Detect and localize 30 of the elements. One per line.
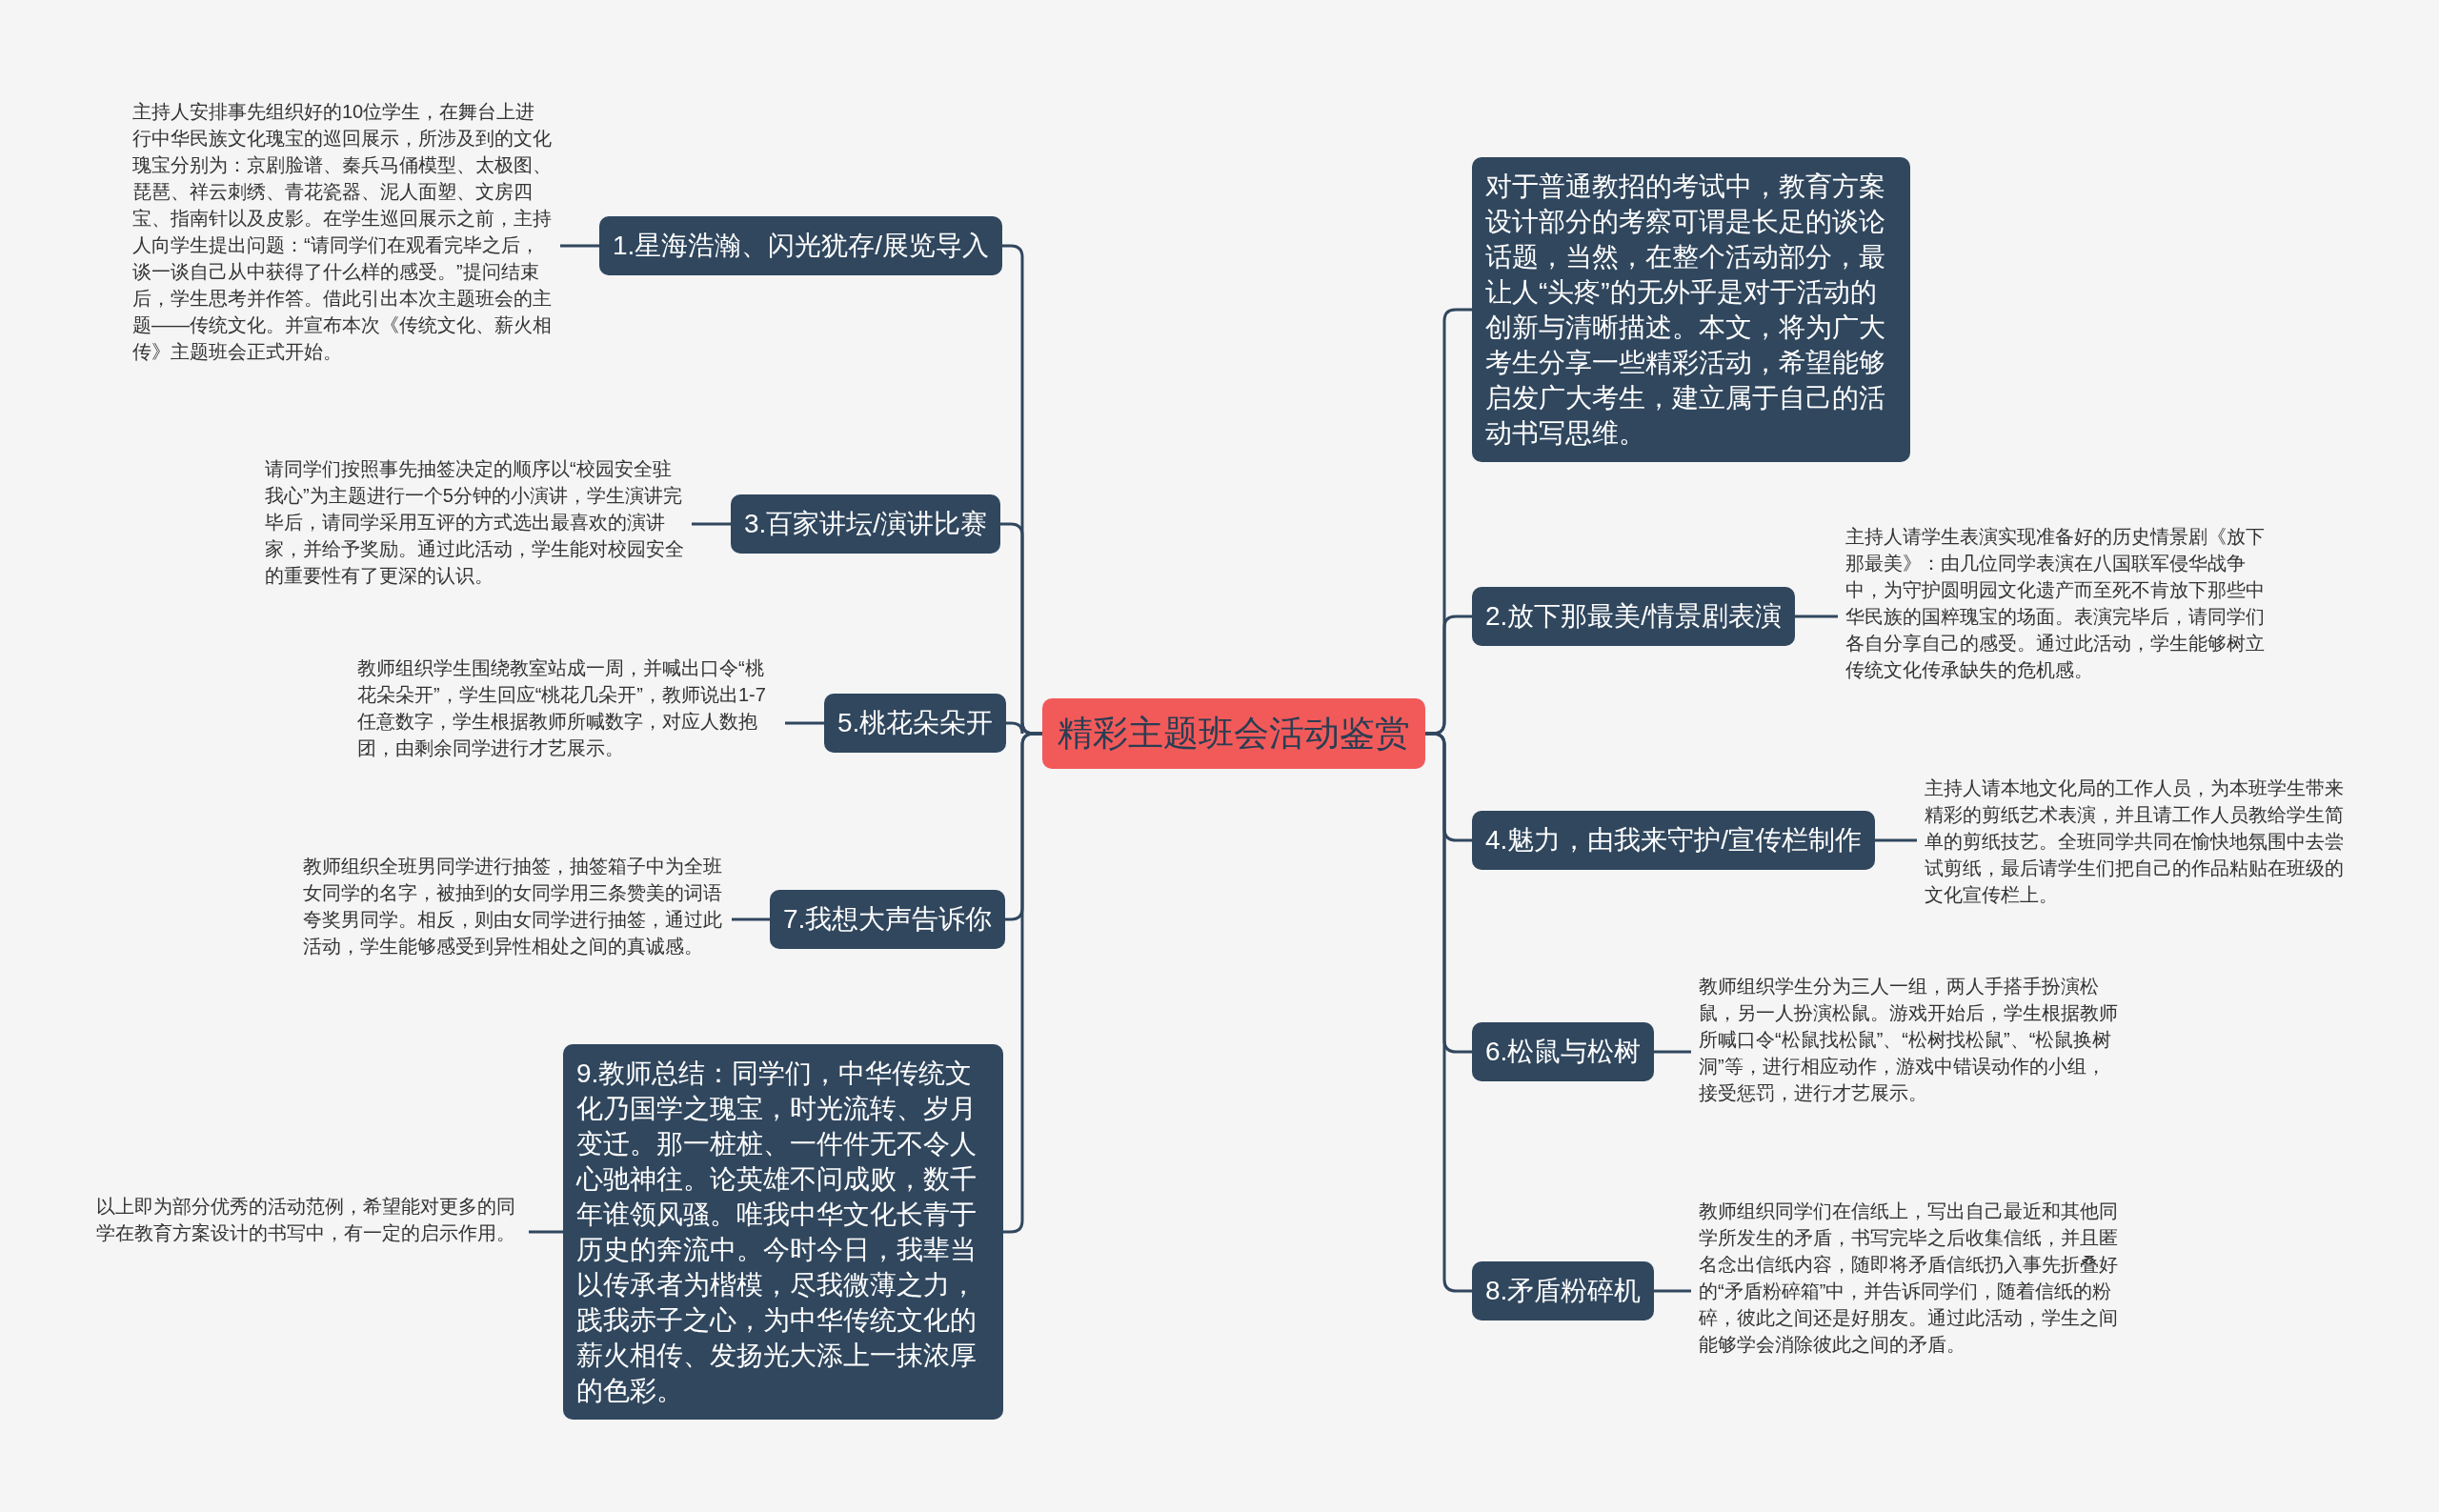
topic-box: 7.我想大声告诉你 xyxy=(770,890,1006,949)
topic-box: 8.矛盾粉碎机 xyxy=(1472,1261,1655,1320)
topic-box: 对于普通教招的考试中，教育方案设计部分的考察可谓是长足的谈论话题，当然，在整个活动部分，最让人“头疼”的无外乎是对于活动的创新与清晰描述。本文，将为广大考生分享一些精彩活动，希望能够启发广大考生，建立属于自己的活动书写思维。 xyxy=(1472,157,1910,462)
note-text: 教师组织同学们在信纸上，写出自己最近和其他同学所发生的矛盾，书写完毕之后收集信纸，并且匿名念出信纸内容，随即将矛盾信纸扔入事先折叠好的“矛盾粉碎箱”中，并告诉同学们，随着信纸的粉碎，彼此之间还是好朋友。通过此活动，学生之间能够学会消除彼此之间的矛盾。 xyxy=(1699,1198,2118,1358)
note-text: 教师组织学生分为三人一组，两人手搭手扮演松鼠，另一人扮演松鼠。游戏开始后，学生根据教师所喊口令“松鼠找松鼠”、“松树找松鼠”、“松鼠换树洞”等，进行相应动作，游戏中错误动作的小组，接受惩罚，进行才艺展示。 xyxy=(1699,973,2118,1106)
note-text: 主持人安排事先组织好的10位学生，在舞台上进行中华民族文化瑰宝的巡回展示，所涉及到的文化瑰宝分别为：京剧脸谱、秦兵马俑模型、太极图、琵琶、祥云刺绣、青花瓷器、泥人面塑、文房四宝、指南针以及皮影。在学生巡回展示之前，主持人向学生提出问题：“请同学们在观看完毕之后，谈一谈自己从中获得了什么样的感受。”提问结束后，学生思考并作答。借此引出本次主题班会的主题——传统文化。并宣布本次《传统文化、薪火相传》主题班会正式开始。 xyxy=(132,98,553,365)
connector-line xyxy=(1654,1050,1691,1054)
central-topic-box: 精彩主题班会活动鉴赏 xyxy=(1042,698,1425,769)
topic-box: 9.教师总结：同学们，中华传统文化乃国学之瑰宝，时光流转、岁月变迁。那一桩桩、一件件无不令人心驰神往。论英雄不问成败，数千年谁领风骚。唯我中华文化长青于历史的奔流中。今时今日，我辈当以传承者为楷模，尽我微薄之力，践我赤子之心，为中华传统文化的薪火相传、发扬光大添上一抹浓厚的色彩。 xyxy=(563,1044,1003,1420)
connector-line xyxy=(692,522,731,526)
note-text: 教师组织学生围绕教室站成一周，并喊出口令“桃花朵朵开”，学生回应“桃花几朵开”，教师说出1-7任意数字，学生根据教师所喊数字，对应人数抱团，由剩余同学进行才艺展示。 xyxy=(357,655,777,761)
note-text: 以上即为部分优秀的活动范例，希望能对更多的同学在教育方案设计的书写中，有一定的启示作用。 xyxy=(96,1193,521,1246)
note-text: 请同学们按照事先抽签决定的顺序以“校园安全驻我心”为主题进行一个5分钟的小演讲，学生演讲完毕后，请同学采用互评的方式选出最喜欢的演讲家，并给予奖励。通过此活动，学生能对校园安全的重要性有了更深的认识。 xyxy=(265,455,684,589)
topic-box: 5.桃花朵朵开 xyxy=(824,694,1007,753)
connector-line xyxy=(732,917,770,921)
topic-box: 4.魅力，由我来守护/宣传栏制作 xyxy=(1472,811,1876,870)
connector-line xyxy=(560,244,599,248)
topic-box: 2.放下那最美/情景剧表演 xyxy=(1472,587,1796,646)
connector-line xyxy=(785,721,824,725)
connector-line xyxy=(1003,732,1042,1234)
note-text: 主持人请学生表演实现准备好的历史情景剧《放下那最美》：由几位同学表演在八国联军侵华战争中，为守护圆明园文化遗产而至死不肯放下那些中华民族的国粹瑰宝的场面。表演完毕后，请同学们各自分享自己的感受。通过此活动，学生能够树立传统文化传承缺失的危机感。 xyxy=(1845,523,2265,683)
topic-box: 1.星海浩瀚、闪光犹存/展览导入 xyxy=(599,216,1003,275)
topic-box: 6.松鼠与松树 xyxy=(1472,1022,1655,1081)
connector-line xyxy=(1654,1289,1691,1293)
note-text: 主持人请本地文化局的工作人员，为本班学生带来精彩的剪纸艺术表演，并且请工作人员教给学生简单的剪纸技艺。全班同学共同在愉快地氛围中去尝试剪纸，最后请学生们把自己的作品粘贴在班级的文化宣传栏上。 xyxy=(1925,775,2344,908)
topic-box: 3.百家讲坛/演讲比赛 xyxy=(731,494,1001,554)
connector-line xyxy=(529,1230,563,1234)
connector-line xyxy=(1795,615,1838,618)
connector-line xyxy=(1875,838,1917,842)
note-text: 教师组织全班男同学进行抽签，抽签箱子中为全班女同学的名字，被抽到的女同学用三条赞美的词语夸奖男同学。相反，则由女同学进行抽签，通过此活动，学生能够感受到异性相处之间的真诚感。 xyxy=(303,853,724,959)
